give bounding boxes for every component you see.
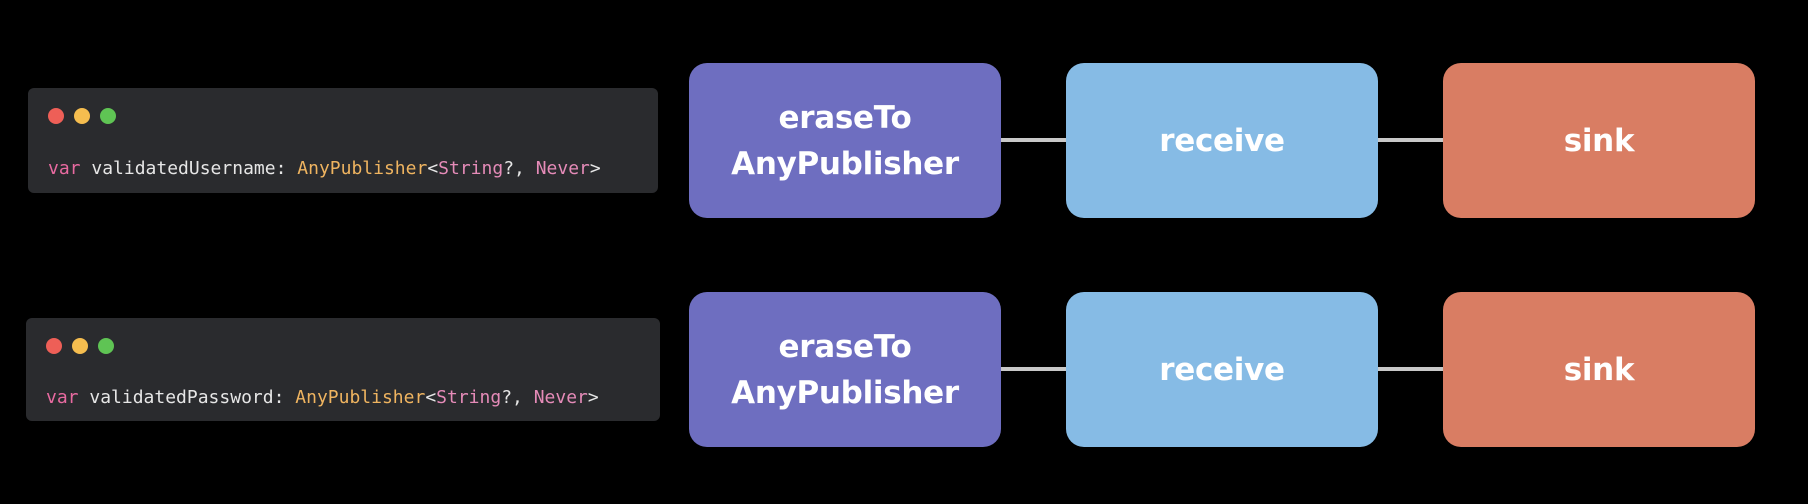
- code-angle-close: >: [587, 387, 599, 408]
- maximize-dot-icon: [98, 338, 114, 354]
- code-type-arg-never: Never: [535, 158, 590, 179]
- minimize-dot-icon: [74, 108, 90, 124]
- code-window-password: var validatedPassword: AnyPublisher<Stri…: [26, 318, 660, 421]
- code-type-arg-never: Never: [533, 387, 588, 408]
- receive-node: receive: [1066, 63, 1378, 218]
- node-label: sink: [1563, 351, 1635, 388]
- code-line: var validatedPassword: AnyPublisher<Stri…: [46, 387, 599, 409]
- close-dot-icon: [48, 108, 64, 124]
- code-type-arg-string: String: [436, 387, 502, 408]
- code-identifier: validatedUsername:: [80, 158, 298, 179]
- code-line: var validatedUsername: AnyPublisher<Stri…: [48, 158, 601, 180]
- node-label-line2: AnyPublisher: [731, 374, 959, 411]
- node-label: receive: [1159, 122, 1285, 159]
- close-dot-icon: [46, 338, 62, 354]
- code-keyword: var: [48, 158, 81, 179]
- code-type-arg-string: String: [438, 158, 504, 179]
- node-label-line1: eraseTo: [778, 99, 912, 136]
- code-separator: ?,: [501, 387, 534, 408]
- connector-line: [1001, 138, 1067, 142]
- connector-line: [1378, 367, 1444, 371]
- receive-node: receive: [1066, 292, 1378, 447]
- sink-node: sink: [1443, 292, 1755, 447]
- code-type: AnyPublisher: [297, 158, 428, 179]
- node-label-line2: AnyPublisher: [731, 145, 959, 182]
- node-label-line1: eraseTo: [778, 328, 912, 365]
- connector-line: [1001, 367, 1067, 371]
- connector-line: [1378, 138, 1444, 142]
- code-identifier: validatedPassword:: [78, 387, 296, 408]
- sink-node: sink: [1443, 63, 1755, 218]
- erase-to-any-publisher-node: eraseTo AnyPublisher: [689, 292, 1001, 447]
- maximize-dot-icon: [100, 108, 116, 124]
- code-window-username: var validatedUsername: AnyPublisher<Stri…: [28, 88, 658, 193]
- node-label: receive: [1159, 351, 1285, 388]
- code-separator: ?,: [503, 158, 536, 179]
- code-keyword: var: [46, 387, 79, 408]
- code-angle-open: <: [427, 158, 439, 179]
- minimize-dot-icon: [72, 338, 88, 354]
- erase-to-any-publisher-node: eraseTo AnyPublisher: [689, 63, 1001, 218]
- code-type: AnyPublisher: [295, 387, 426, 408]
- code-angle-open: <: [425, 387, 437, 408]
- code-angle-close: >: [589, 158, 601, 179]
- node-label: sink: [1563, 122, 1635, 159]
